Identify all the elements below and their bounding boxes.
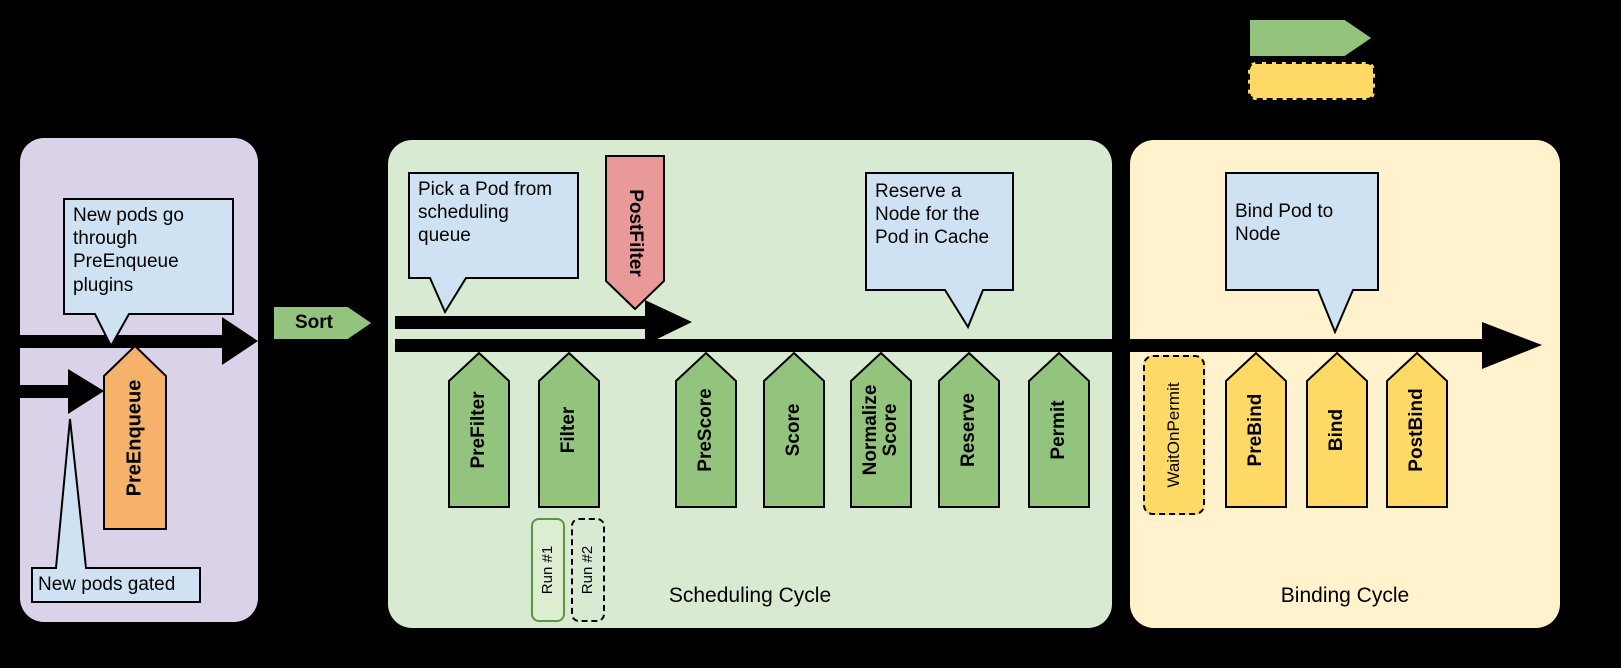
plugin-prebind: PreBind <box>1225 352 1287 508</box>
plugin-reserve-label: Reserve <box>958 393 980 467</box>
plugin-permit: Permit <box>1028 352 1090 508</box>
plugin-prescore: PreScore <box>675 352 737 508</box>
callout-pick-pod: Pick a Pod from scheduling queue <box>408 172 580 314</box>
callout-new-pods-text: New pods go through PreEnqueue plugins <box>73 205 184 296</box>
plugin-permit-label: Permit <box>1048 400 1070 460</box>
callout-reserve-node-text: Reserve a Node for the Pod in Cache <box>875 181 990 249</box>
plugin-preenqueue: PreEnqueue <box>103 345 167 530</box>
callout-new-pods: New pods go through PreEnqueue plugins <box>63 198 235 348</box>
sort-plugin-arrow: Sort <box>272 305 375 341</box>
plugin-postbind-label: PostBind <box>1406 388 1428 472</box>
plugin-waitonpermit: WaitOnPermit <box>1143 355 1205 515</box>
flow-arrow-to-postfilter <box>395 300 692 345</box>
binding-cycle-title: Binding Cycle <box>1280 584 1410 607</box>
flow-arrow-main <box>395 322 1542 369</box>
plugin-prefilter-label: PreFilter <box>468 391 490 469</box>
plugin-filter: Filter <box>538 352 600 508</box>
callout-new-pods-gated-text: New pods gated <box>38 574 176 596</box>
legend-dashed-box <box>1248 62 1375 100</box>
plugin-waitonpermit-label: WaitOnPermit <box>1164 382 1184 488</box>
plugin-normalize-score-label: Normalize Score <box>860 384 901 476</box>
plugin-bind: Bind <box>1306 352 1368 508</box>
plugin-postfilter-label: PostFilter <box>624 188 646 277</box>
plugin-postfilter: PostFilter <box>605 155 665 310</box>
callout-bind-pod-text: Bind Pod to Node <box>1235 201 1334 246</box>
sort-label: Sort <box>295 312 333 333</box>
filter-run-1: Run #1 <box>531 518 565 622</box>
plugin-reserve: Reserve <box>938 352 1000 508</box>
plugin-score-label: Score <box>783 403 805 457</box>
plugin-prescore-label: PreScore <box>695 388 717 472</box>
scheduling-cycle-title: Scheduling Cycle <box>668 584 832 607</box>
filter-run-1-label: Run #1 <box>539 545 557 595</box>
plugin-normalize-score: Normalize Score <box>850 352 912 508</box>
filter-run-2-label: Run #2 <box>579 545 597 595</box>
plugin-postbind: PostBind <box>1386 352 1448 508</box>
callout-new-pods-gated: New pods gated <box>30 416 202 604</box>
flow-arrow-gated <box>0 369 104 414</box>
callout-bind-pod: Bind Pod to Node <box>1225 172 1380 334</box>
plugin-score: Score <box>763 352 825 508</box>
plugin-prefilter: PreFilter <box>448 352 510 508</box>
plugin-filter-label: Filter <box>558 406 580 454</box>
plugin-prebind-label: PreBind <box>1245 393 1267 467</box>
plugin-bind-label: Bind <box>1326 408 1348 452</box>
filter-run-2: Run #2 <box>571 518 605 622</box>
callout-reserve-node: Reserve a Node for the Pod in Cache <box>865 172 1015 329</box>
legend-solid-arrow <box>1248 18 1375 58</box>
callout-pick-pod-text: Pick a Pod from scheduling queue <box>418 179 553 247</box>
